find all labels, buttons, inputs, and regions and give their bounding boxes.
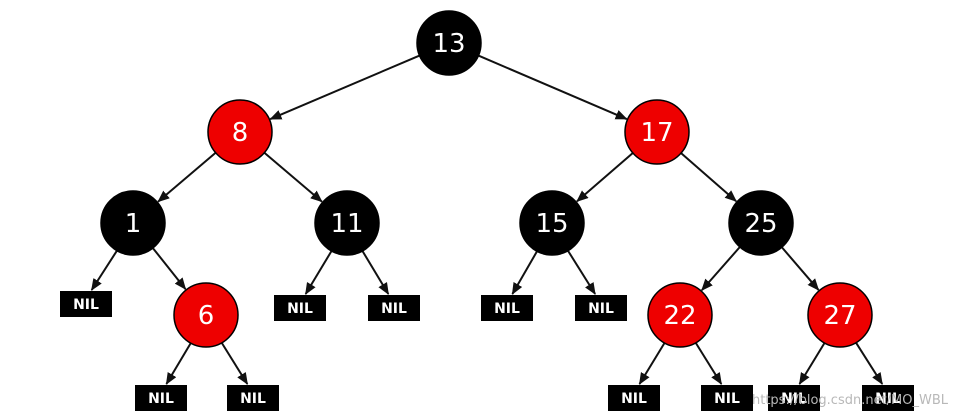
edge-n25-to-n27 — [781, 246, 820, 291]
nil-label: NIL — [621, 391, 647, 407]
tree-node-11: 11 — [314, 190, 380, 256]
tree-node-13: 13 — [416, 10, 482, 76]
nil-box — [575, 295, 627, 321]
edge-n11-to-nil-11-right — [361, 250, 390, 295]
nil-box — [135, 385, 187, 411]
edge-n22-to-nil-22-left — [638, 342, 666, 385]
nil-leaf-6-left: NIL — [135, 385, 187, 411]
edge-n1-to-n6 — [152, 247, 187, 290]
edge-n11-to-nil-11-left — [304, 250, 333, 295]
edge-n17-to-n25 — [680, 152, 737, 203]
nil-label: NIL — [381, 301, 407, 317]
edge-n15-to-nil-15-left — [511, 250, 538, 295]
node-circle-black — [314, 190, 380, 256]
nil-label: NIL — [588, 301, 614, 317]
nil-leaf-15-right: NIL — [575, 295, 627, 321]
nil-box — [481, 295, 533, 321]
nil-leaf-6-right: NIL — [227, 385, 279, 411]
tree-node-22: 22 — [647, 282, 713, 348]
nil-label: NIL — [714, 391, 740, 407]
edge-n8-to-n11 — [263, 151, 323, 203]
nil-label: NIL — [240, 391, 266, 407]
nil-leaf-1-left: NIL — [60, 291, 112, 317]
tree-node-25: 25 — [728, 190, 794, 256]
node-label: 22 — [663, 301, 696, 331]
edge-n27-to-nil-27-right — [855, 342, 884, 385]
node-label: 15 — [535, 209, 568, 239]
edge-n8-to-n1 — [157, 151, 217, 203]
nil-label: NIL — [875, 391, 901, 407]
nil-leaf-11-left: NIL — [274, 295, 326, 321]
node-label: 11 — [330, 209, 363, 239]
node-circle-black — [519, 190, 585, 256]
node-label: 27 — [823, 301, 856, 331]
nil-box — [227, 385, 279, 411]
node-circle-red — [647, 282, 713, 348]
nil-leaf-22-left: NIL — [608, 385, 660, 411]
edge-n13-to-n8 — [269, 54, 420, 120]
nil-label: NIL — [287, 301, 313, 317]
nil-label: NIL — [148, 391, 174, 407]
edge-n15-to-nil-15-right — [567, 250, 596, 295]
edge-n25-to-n22 — [701, 246, 741, 291]
tree-node-6: 6 — [173, 282, 239, 348]
edge-n17-to-n15 — [576, 152, 634, 203]
node-circle-red — [807, 282, 873, 348]
tree-node-8: 8 — [207, 99, 273, 165]
node-label: 25 — [744, 209, 777, 239]
tree-node-1: 1 — [100, 190, 166, 256]
tree-node-27: 27 — [807, 282, 873, 348]
node-circle-black — [416, 10, 482, 76]
node-circle-red — [207, 99, 273, 165]
nil-leaf-22-right: NIL — [701, 385, 753, 411]
node-circle-red — [173, 282, 239, 348]
node-circle-black — [100, 190, 166, 256]
nil-box — [862, 385, 914, 411]
nil-label: NIL — [494, 301, 520, 317]
node-circle-black — [728, 190, 794, 256]
edge-n27-to-nil-27-left — [798, 342, 826, 385]
edge-n6-to-nil-6-right — [220, 342, 249, 385]
node-circle-red — [624, 99, 690, 165]
nil-box — [274, 295, 326, 321]
tree-node-17: 17 — [624, 99, 690, 165]
edge-n1-to-nil-1-left — [90, 250, 118, 291]
nil-label: NIL — [73, 297, 99, 313]
node-label: 6 — [198, 301, 215, 331]
nil-leaf-27-right: NIL — [862, 385, 914, 411]
nil-leaf-15-left: NIL — [481, 295, 533, 321]
nil-leaf-27-left: NIL — [768, 385, 820, 411]
nil-box — [60, 291, 112, 317]
nil-box — [768, 385, 820, 411]
nil-box — [368, 295, 420, 321]
nil-label: NIL — [781, 391, 807, 407]
edges-layer — [90, 54, 884, 385]
nil-box — [701, 385, 753, 411]
edge-n13-to-n17 — [478, 54, 628, 120]
edge-n22-to-nil-22-right — [694, 342, 723, 385]
node-label: 13 — [432, 29, 465, 59]
nil-box — [608, 385, 660, 411]
nil-leaf-11-right: NIL — [368, 295, 420, 321]
edge-n6-to-nil-6-left — [165, 342, 192, 385]
node-label: 17 — [640, 118, 673, 148]
node-label: 1 — [125, 209, 142, 239]
tree-node-15: 15 — [519, 190, 585, 256]
node-label: 8 — [232, 118, 249, 148]
